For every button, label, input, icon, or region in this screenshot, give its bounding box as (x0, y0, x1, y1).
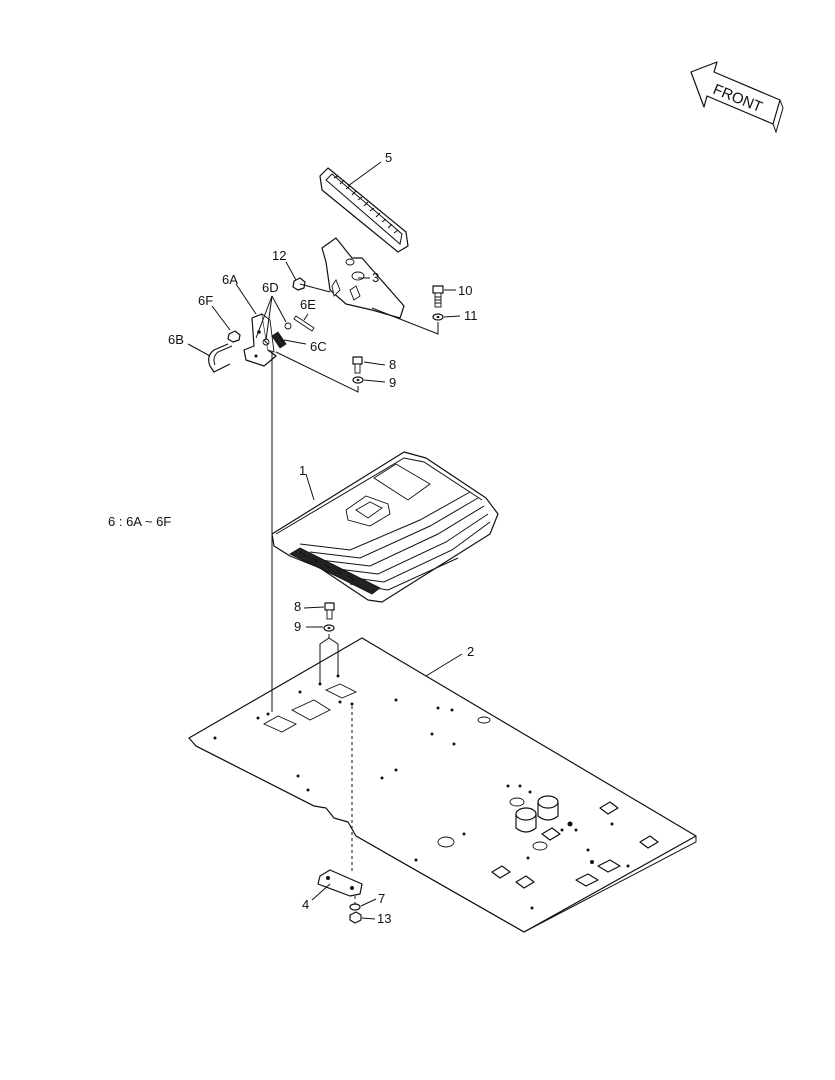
callout-11: 11 (464, 308, 478, 323)
set-note: 6 : 6A ~ 6F (108, 514, 171, 529)
floor-plate-holes (213, 674, 630, 910)
bolt-8-lower (324, 602, 335, 620)
callout-6b: 6B (168, 332, 184, 347)
callout-3: 3 (372, 270, 379, 285)
floor-plate (188, 637, 697, 933)
callout-2: 2 (467, 644, 474, 659)
nut-6f (227, 330, 241, 343)
bolt-8-upper (352, 356, 363, 374)
washer-7 (349, 903, 361, 911)
callout-8-upper: 8 (389, 357, 396, 372)
assembly-guide-lines (263, 283, 439, 904)
leader-lines (187, 161, 463, 920)
callout-8-lower: 8 (294, 599, 301, 614)
nut-13 (349, 911, 362, 924)
callout-7: 7 (378, 891, 385, 906)
callout-5: 5 (385, 150, 392, 165)
spring-6c (271, 331, 287, 349)
bolt-10 (432, 285, 444, 308)
nut-12 (292, 277, 306, 291)
callout-10: 10 (458, 283, 472, 298)
floor-mat (271, 451, 499, 603)
callout-labels: 5 3 12 6A 6D 6E 6C 6F 6B 10 11 8 9 1 6 :… (108, 150, 478, 926)
washer-11 (432, 313, 444, 321)
hinge-bracket-6a (243, 313, 277, 367)
u-bolt-6b (208, 343, 233, 373)
callout-6a: 6A (222, 272, 238, 287)
callout-4: 4 (302, 897, 309, 912)
floor-plate-posts (515, 795, 559, 833)
washer-9-lower (323, 624, 335, 632)
washer-9-upper (352, 376, 364, 384)
callout-6c: 6C (310, 339, 327, 354)
callout-9-upper: 9 (389, 375, 396, 390)
cotter-pin-6e (293, 315, 315, 332)
callout-1: 1 (299, 463, 306, 478)
callout-6d: 6D (262, 280, 279, 295)
pedal-pad (319, 167, 409, 253)
pedal-pad-ribs (333, 175, 399, 234)
callout-12: 12 (272, 248, 286, 263)
bracket-plate-4 (317, 869, 363, 897)
callout-6f: 6F (198, 293, 213, 308)
front-arrow-icon: FRONT (690, 61, 784, 134)
callout-6e: 6E (300, 297, 316, 312)
callout-9-lower: 9 (294, 619, 301, 634)
callout-13: 13 (377, 911, 391, 926)
